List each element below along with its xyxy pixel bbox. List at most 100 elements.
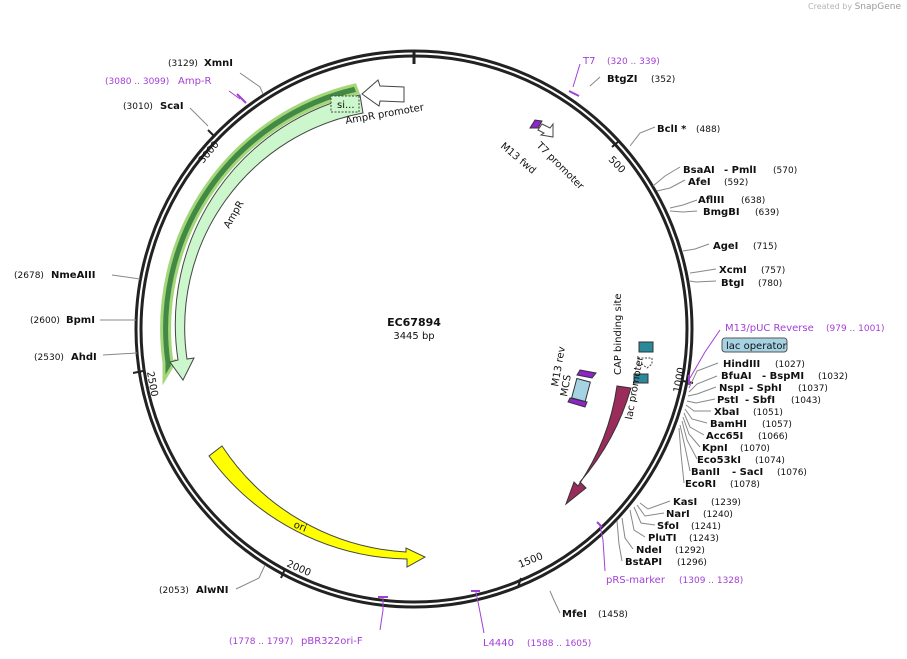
enzyme-xbai[interactable]: XbaI (1051) [714, 407, 783, 418]
enzyme-alt: - SphI [749, 383, 782, 394]
enzyme-nspi[interactable]: NspI - SphI (1037) [719, 383, 828, 394]
primer-pos: (1309 .. 1328) [679, 576, 743, 586]
primer-t7[interactable]: T7 (320 .. 339) [582, 56, 660, 67]
enzyme-nari[interactable]: NarI (1240) [666, 509, 733, 520]
signal-sequence[interactable] [330, 95, 360, 113]
enzyme-name: AhdI [71, 352, 97, 363]
enzyme-xcmi[interactable]: XcmI (757) [719, 265, 785, 276]
enzyme-eco53ki[interactable]: Eco53kI (1074) [697, 455, 785, 466]
ampr-feature[interactable]: AmpR [160, 83, 364, 386]
primer-pos: (1588 .. 1605) [527, 639, 591, 649]
enzyme-pos: (1066) [758, 432, 788, 442]
enzyme-pos: (1037) [798, 384, 828, 394]
primer-prs[interactable]: pRS-marker (1309 .. 1328) [606, 575, 743, 586]
enzyme-bamhi[interactable]: BamHI (1057) [710, 419, 792, 430]
cap-binding-site[interactable] [638, 341, 654, 353]
enzyme-pos: (638) [741, 196, 765, 206]
enzyme-pos: (1032) [818, 372, 848, 382]
enzyme-alt: - BspMI [762, 371, 804, 382]
enzyme-sfoi[interactable]: SfoI (1241) [657, 521, 721, 532]
enzyme-scai[interactable]: (3010) ScaI [123, 101, 184, 112]
enzyme-name: MfeI [562, 609, 587, 620]
enzyme-bmgbi[interactable]: BmgBI (639) [703, 207, 779, 218]
lac-operator-tag[interactable]: lac operator [721, 337, 788, 353]
enzyme-ahdi[interactable]: (2530) AhdI [34, 352, 97, 363]
enzyme-bsaai[interactable]: BsaAI - PmlI (570) [683, 165, 797, 176]
credit-brand: SnapGene [854, 2, 901, 12]
m13-fwd-label: M13 fwd [498, 141, 538, 177]
enzyme-kpni[interactable]: KpnI (1070) [702, 443, 770, 454]
enzyme-ndei[interactable]: NdeI (1292) [636, 545, 705, 556]
plasmid-name: EC67894 [387, 316, 441, 329]
enzyme-pos: (1074) [755, 456, 785, 466]
tick-label-1500: 1500 [517, 551, 545, 571]
mcs-arrow[interactable] [567, 397, 588, 408]
enzyme-pos: (352) [651, 75, 675, 85]
primer-ampr[interactable]: (3080 .. 3099) Amp-R [105, 76, 212, 87]
enzyme-name: BmgBI [703, 207, 740, 218]
ori-feature[interactable]: ori [208, 445, 427, 568]
mcs-box[interactable] [571, 377, 591, 403]
enzyme-afliii[interactable]: AflIII (638) [698, 195, 765, 206]
enzyme-kasi[interactable]: KasI (1239) [673, 497, 741, 508]
lac-operator-box[interactable] [633, 373, 649, 384]
primer-l4440[interactable]: L4440 (1588 .. 1605) [483, 638, 591, 649]
enzyme-bcli[interactable]: BclI * (488) [657, 124, 720, 135]
m13-rev-arrow[interactable] [576, 369, 597, 379]
enzyme-pos: (1458) [598, 610, 628, 620]
tick-label-2500: 2500 [144, 371, 159, 398]
enzyme-ecori[interactable]: EcoRI (1078) [685, 479, 760, 490]
enzyme-mfei[interactable]: MfeI (1458) [562, 609, 628, 620]
enzyme-acc65i[interactable]: Acc65I (1066) [706, 431, 788, 442]
enzyme-btgzi[interactable]: BtgZI (352) [607, 74, 675, 85]
enzyme-hindiii[interactable]: HindIII (1027) [723, 359, 805, 370]
enzyme-name: AgeI [713, 241, 738, 252]
enzyme-pos: (2530) [34, 353, 64, 363]
t7-promoter-label: T7 promoter [533, 140, 586, 193]
enzyme-pos: (1296) [677, 558, 707, 568]
lac-operator-label: lac operator [726, 341, 787, 352]
enzyme-pos: (639) [755, 208, 779, 218]
connector-lines [100, 72, 719, 614]
enzyme-pos: (780) [758, 279, 782, 289]
plasmid-length: 3445 bp [393, 331, 434, 342]
lacz-arrow[interactable] [564, 385, 632, 506]
primer-pbr[interactable]: (1778 .. 1797) pBR322ori-F [229, 636, 363, 647]
enzyme-name: XcmI [719, 265, 747, 276]
enzyme-pluti[interactable]: PluTI (1243) [648, 533, 719, 544]
enzyme-psti[interactable]: PstI - SbfI (1043) [717, 395, 821, 406]
lac-promoter-arrow[interactable] [637, 357, 653, 369]
enzyme-pos: (570) [773, 166, 797, 176]
enzyme-btgi[interactable]: BtgI (780) [721, 278, 782, 289]
enzyme-pos: (1076) [777, 468, 807, 478]
enzyme-banii[interactable]: BanII - SacI (1076) [691, 467, 807, 478]
primer-markers [236, 90, 690, 598]
enzyme-xmni[interactable]: (3129) XmnI [168, 58, 233, 69]
enzyme-pos: (1243) [689, 534, 719, 544]
enzyme-bpmi[interactable]: (2600) BpmI [30, 315, 95, 326]
enzyme-pos: (1051) [753, 408, 783, 418]
plasmid-backbone [134, 49, 694, 609]
enzyme-name: SfoI [657, 521, 679, 532]
primer-m13puc[interactable]: M13/pUC Reverse (979 .. 1001) [725, 323, 885, 334]
lac-region[interactable]: CAP binding site lac promoter lacZα M13 … [550, 293, 654, 506]
enzyme-name: BtgZI [607, 74, 638, 85]
enzyme-bstapi[interactable]: BstAPI (1296) [625, 557, 707, 568]
enzyme-alt: - SbfI [745, 395, 775, 406]
mcs-label: MCS [559, 374, 574, 398]
enzyme-nmeaiii[interactable]: (2678) NmeAIII [14, 270, 95, 281]
tick-label-500: 500 [606, 154, 627, 175]
enzyme-alt: - SacI [732, 467, 763, 478]
credit-prefix: Created by [808, 2, 853, 11]
enzyme-pos: (1078) [730, 480, 760, 490]
primer-pos: (320 .. 339) [607, 57, 660, 67]
enzyme-afei[interactable]: AfeI (592) [688, 177, 748, 188]
primer-pos: (1778 .. 1797) [229, 637, 293, 647]
enzyme-pos: (757) [761, 266, 785, 276]
enzyme-bfuai[interactable]: BfuAI - BspMI (1032) [721, 371, 848, 382]
enzyme-agei[interactable]: AgeI (715) [713, 241, 777, 252]
enzyme-name: BamHI [710, 419, 747, 430]
enzyme-alwni[interactable]: (2053) AlwNI [159, 585, 229, 596]
enzyme-pos: (488) [696, 125, 720, 135]
t7-promoter-feature[interactable]: T7 promoter M13 fwd [498, 119, 586, 193]
